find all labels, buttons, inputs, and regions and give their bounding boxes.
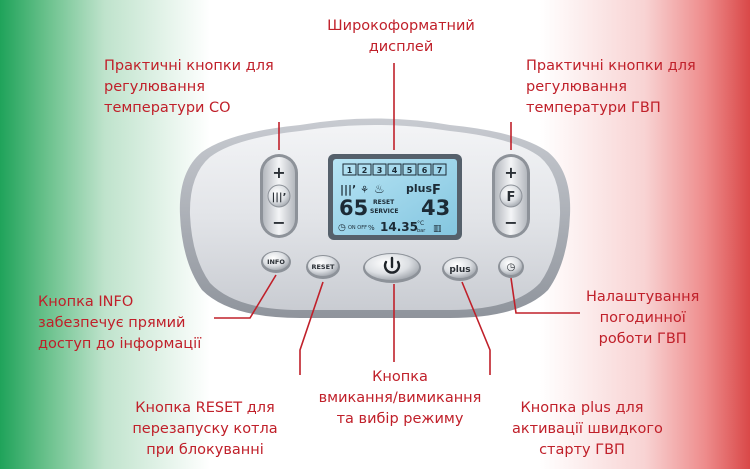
reset-button[interactable]: RESET <box>306 255 340 279</box>
lcd-reset-label: RESET <box>373 199 395 206</box>
leader-lines <box>214 63 580 375</box>
radiator-icon: |||ʼ <box>340 183 356 196</box>
lcd-plus-mode: plus <box>406 182 432 195</box>
lcd-service-label: SERVICE <box>370 208 398 215</box>
gvp-temperature-rocker[interactable]: + F − <box>492 154 530 238</box>
co-temperature-plus-button[interactable]: + <box>272 163 285 182</box>
lcd-program-digit: 1 <box>347 166 353 175</box>
lcd-program-digit: 7 <box>437 166 443 175</box>
callout-reset-button: Кнопка RESET для перезапуску котла при б… <box>132 400 278 458</box>
clock-icon: ◷ <box>338 223 346 233</box>
lcd-program-digit: 4 <box>392 166 398 175</box>
radiator-icon: |||ʼ <box>272 192 287 203</box>
plus-button[interactable]: plus <box>442 257 478 281</box>
tank-icon: ▥ <box>433 224 442 234</box>
lcd-program-box: 6 <box>417 163 432 176</box>
lcd-program-digit: 5 <box>407 166 413 175</box>
co-temperature-minus-button[interactable]: − <box>272 213 285 232</box>
tap-icon: ⚘ <box>360 185 369 196</box>
lcd-program-box: 5 <box>402 163 417 176</box>
co-temperature-rocker[interactable]: + |||ʼ − <box>260 154 298 238</box>
lcd-program-box: 7 <box>432 163 447 176</box>
clock-icon: ◷ <box>507 262 516 273</box>
lcd-co-temperature: 65 <box>339 196 368 220</box>
lcd-program-box: 1 <box>342 163 357 176</box>
lcd-gvp-temperature: 43 <box>421 196 450 220</box>
lcd-program-box: 4 <box>387 163 402 176</box>
callout-weather-button: Налаштування погодинної роботи ГВП <box>586 289 700 347</box>
lcd-unit-bar: bar <box>417 228 426 234</box>
callout-temperature-gvp-buttons: Практичні кнопки для регулювання темпера… <box>526 58 696 116</box>
callout-display: Широкоформатний дисплей <box>327 18 475 55</box>
callout-info-button: Кнопка INFO забезпечує прямий доступ до … <box>38 294 202 352</box>
reset-button-label: RESET <box>311 263 335 271</box>
weather-schedule-button[interactable]: ◷ <box>498 256 524 278</box>
lcd-program-digit: 2 <box>362 166 368 175</box>
leader-weather <box>510 277 580 314</box>
lcd-percent: % <box>368 224 375 232</box>
leader-plus <box>461 281 491 375</box>
faucet-icon: F <box>432 183 441 198</box>
flame-icon: ♨ <box>374 182 385 196</box>
leader-reset <box>299 281 324 375</box>
lcd-program-digit: 6 <box>422 166 428 175</box>
lcd-program-box: 3 <box>372 163 387 176</box>
callout-plus-button: Кнопка plus для активації швидкого старт… <box>512 400 663 458</box>
lcd-program-digit: 3 <box>377 166 383 175</box>
gvp-temperature-plus-button[interactable]: + <box>504 163 517 182</box>
leader-info <box>214 274 277 319</box>
callout-power-button: Кнопка вмикання/вимикання та вибір режим… <box>318 369 482 427</box>
plus-button-label: plus <box>449 265 470 275</box>
lcd-program-box: 2 <box>357 163 372 176</box>
callout-temperature-co-buttons: Практичні кнопки для регулювання темпера… <box>104 58 274 116</box>
lcd-on-off: ON OFF <box>348 225 367 231</box>
power-button[interactable] <box>363 253 421 283</box>
lcd-time: 14.35 <box>380 220 418 234</box>
info-button[interactable]: INFO <box>261 251 291 273</box>
gvp-temperature-minus-button[interactable]: − <box>504 213 517 232</box>
faucet-icon: F <box>507 190 516 205</box>
lcd-unit-celsius: °C <box>417 220 424 227</box>
info-button-label: INFO <box>267 258 285 266</box>
power-icon <box>383 256 401 274</box>
